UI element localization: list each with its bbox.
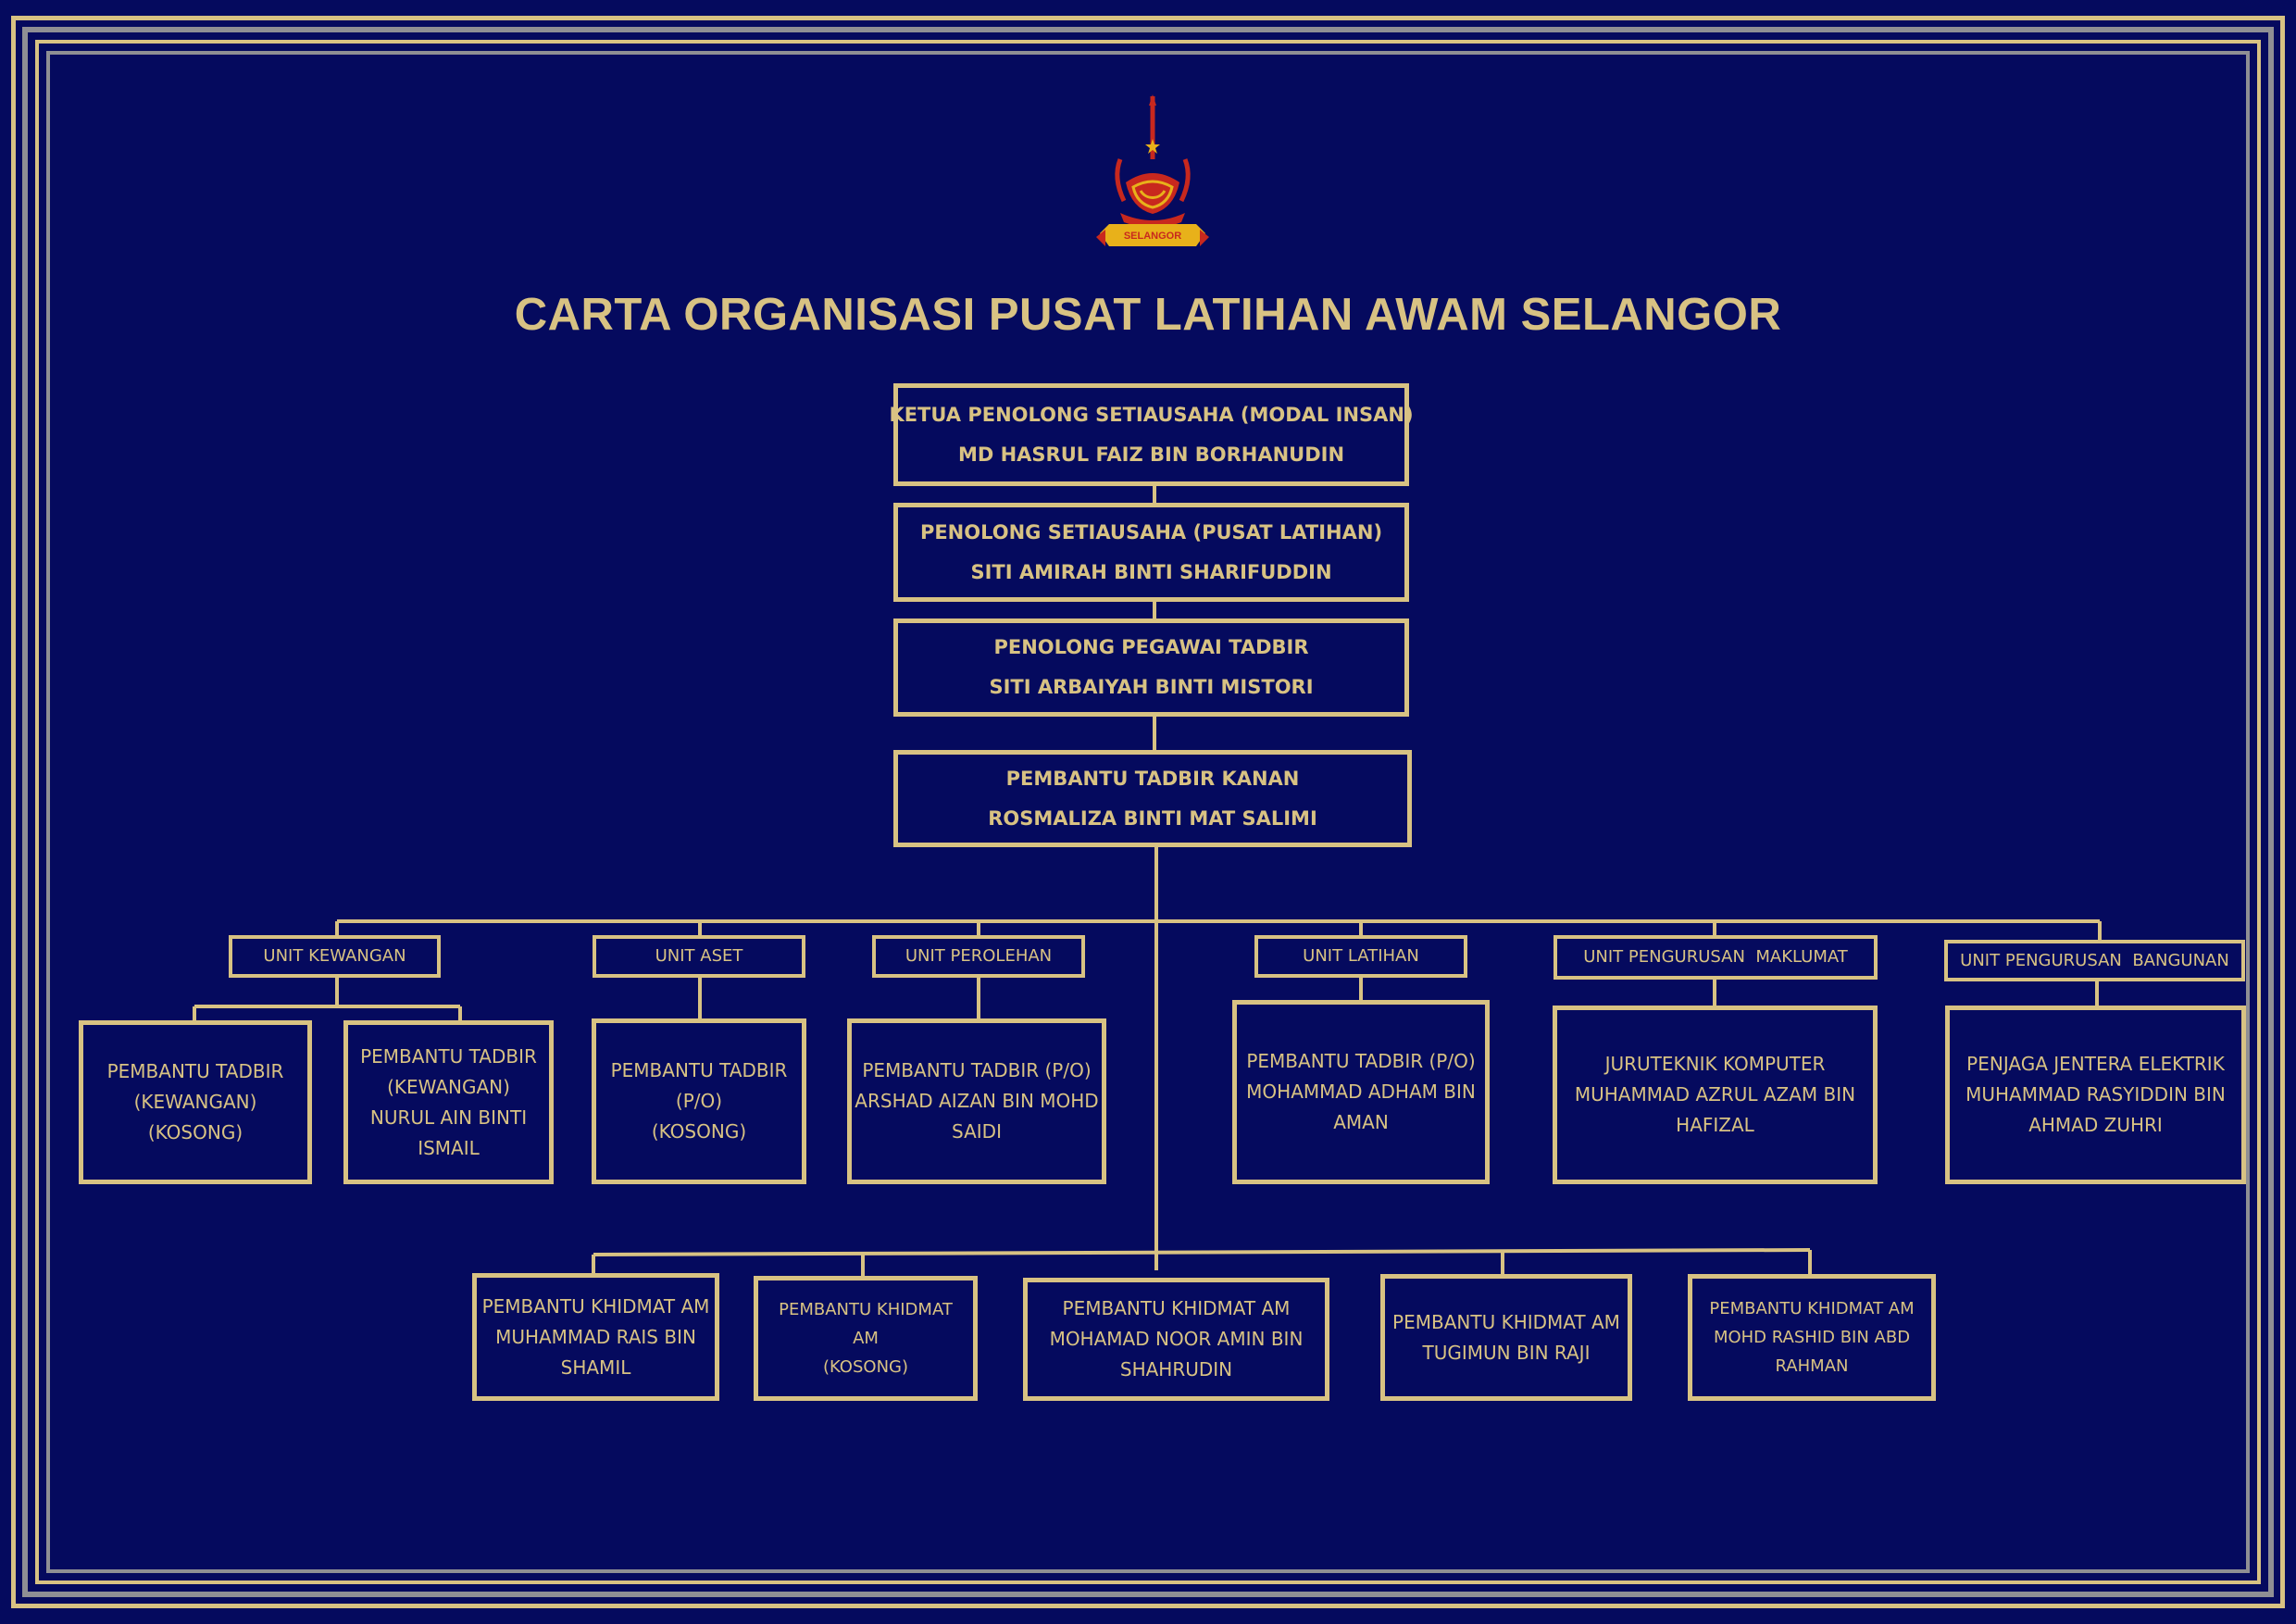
inner-frame: [35, 40, 2261, 1584]
position-title: PENOLONG PEGAWAI TADBIR: [993, 636, 1309, 658]
staff-box-khidmat-muhammad-rais: PEMBANTU KHIDMAT AM MUHAMMAD RAIS BIN SH…: [472, 1273, 719, 1401]
staff-box-kewangan-vacant: PEMBANTU TADBIR (KEWANGAN) (KOSONG): [79, 1020, 312, 1184]
staff-line: HAFIZAL: [1676, 1114, 1754, 1136]
staff-line: PEMBANTU KHIDMAT: [779, 1300, 953, 1319]
staff-line: PEMBANTU KHIDMAT AM: [1062, 1297, 1291, 1319]
staff-line: SAIDI: [952, 1120, 1002, 1143]
staff-line: RAHMAN: [1775, 1356, 1849, 1376]
unit-box-latihan: UNIT LATIHAN: [1254, 935, 1467, 978]
org-box-ketua-penolong-setiausaha: KETUA PENOLONG SETIAUSAHA (MODAL INSAN) …: [889, 383, 1414, 486]
selangor-state-crest-icon: [1096, 94, 1209, 246]
unit-name: UNIT ASET: [655, 946, 743, 966]
staff-box-latihan-mohammad-adham: PEMBANTU TADBIR (P/O) MOHAMMAD ADHAM BIN…: [1232, 1000, 1490, 1184]
staff-line: SHAHRUDIN: [1119, 1358, 1233, 1380]
unit-box-perolehan: UNIT PEROLEHAN: [872, 935, 1085, 978]
unit-box-kewangan: UNIT KEWANGAN: [229, 935, 441, 978]
staff-line: PEMBANTU TADBIR (P/O): [1246, 1050, 1476, 1072]
staff-line: MOHAMAD NOOR AMIN BIN: [1049, 1328, 1304, 1350]
unit-name: UNIT LATIHAN: [1303, 946, 1419, 966]
staff-line: (KOSONG): [651, 1120, 747, 1143]
person-name: SITI AMIRAH BINTI SHARIFUDDIN: [970, 560, 1332, 583]
innermost-frame: [46, 51, 2250, 1573]
position-title: PENOLONG SETIAUSAHA (PUSAT LATIHAN): [919, 520, 1383, 543]
staff-line: (KEWANGAN): [133, 1091, 257, 1113]
staff-box-khidmat-mohamad-noor-amin: PEMBANTU KHIDMAT AM MOHAMAD NOOR AMIN BI…: [1023, 1278, 1329, 1401]
staff-box-aset-vacant: PEMBANTU TADBIR (P/O) (KOSONG): [592, 1018, 806, 1184]
middle-frame: [22, 27, 2274, 1597]
staff-line: MOHAMMAD ADHAM BIN: [1246, 1081, 1476, 1103]
position-title: KETUA PENOLONG SETIAUSAHA (MODAL INSAN): [889, 403, 1414, 426]
staff-line: PEMBANTU KHIDMAT AM: [1709, 1299, 1915, 1318]
staff-line: TUGIMUN BIN RAJI: [1422, 1341, 1591, 1364]
org-box-penolong-pegawai-tadbir: PENOLONG PEGAWAI TADBIR SITI ARBAIYAH BI…: [893, 618, 1409, 717]
staff-line: MOHD RASHID BIN ABD: [1713, 1328, 1911, 1347]
staff-box-khidmat-tugimun: PEMBANTU KHIDMAT AM TUGIMUN BIN RAJI: [1380, 1274, 1632, 1401]
crest-ribbon-text: SELANGOR: [1123, 231, 1182, 242]
staff-box-perolehan-arshad: PEMBANTU TADBIR (P/O) ARSHAD AIZAN BIN M…: [847, 1018, 1106, 1184]
staff-line: JURUTEKNIK KOMPUTER: [1604, 1053, 1826, 1075]
person-name: SITI ARBAIYAH BINTI MISTORI: [989, 676, 1314, 698]
staff-line: (KOSONG): [822, 1357, 909, 1377]
staff-line: SHAMIL: [560, 1355, 631, 1379]
unit-box-pengurusan-maklumat: UNIT PENGURUSAN MAKLUMAT: [1554, 935, 1878, 980]
person-name: MD HASRUL FAIZ BIN BORHANUDIN: [957, 443, 1345, 466]
staff-box-kewangan-nurul-ain: PEMBANTU TADBIR (KEWANGAN) NURUL AIN BIN…: [343, 1020, 554, 1184]
staff-line: MUHAMMAD RAIS BIN: [495, 1325, 696, 1348]
staff-line: (KEWANGAN): [387, 1075, 510, 1098]
position-title: PEMBANTU TADBIR KANAN: [1005, 767, 1300, 790]
staff-line: PEMBANTU TADBIR: [106, 1060, 284, 1082]
staff-line: ARSHAD AIZAN BIN MOHD: [855, 1090, 1099, 1112]
staff-box-khidmat-mohd-rashid: PEMBANTU KHIDMAT AM MOHD RASHID BIN ABD …: [1688, 1274, 1936, 1401]
staff-box-khidmat-vacant: PEMBANTU KHIDMAT AM (KOSONG): [754, 1276, 978, 1401]
staff-line: ISMAIL: [418, 1136, 480, 1159]
staff-line: AM: [853, 1329, 879, 1348]
staff-line: MUHAMMAD AZRUL AZAM BIN: [1574, 1083, 1856, 1106]
staff-line: (KOSONG): [147, 1121, 243, 1143]
staff-box-maklumat-muhammad-azrul: JURUTEKNIK KOMPUTER MUHAMMAD AZRUL AZAM …: [1553, 1006, 1878, 1184]
org-box-penolong-setiausaha: PENOLONG SETIAUSAHA (PUSAT LATIHAN) SITI…: [893, 503, 1409, 602]
staff-line: PEMBANTU TADBIR: [610, 1059, 788, 1081]
org-box-pembantu-tadbir-kanan: PEMBANTU TADBIR KANAN ROSMALIZA BINTI MA…: [893, 750, 1412, 847]
staff-box-bangunan-muhammad-rasyiddin: PENJAGA JENTERA ELEKTRIK MUHAMMAD RASYID…: [1945, 1006, 2246, 1184]
staff-line: (P/O): [675, 1090, 723, 1112]
staff-line: PENJAGA JENTERA ELEKTRIK: [1966, 1053, 2225, 1075]
staff-line: MUHAMMAD RASYIDDIN BIN: [1965, 1083, 2226, 1106]
page-title: CARTA ORGANISASI PUSAT LATIHAN AWAM SELA…: [514, 290, 1782, 340]
unit-box-pengurusan-bangunan: UNIT PENGURUSAN BANGUNAN: [1944, 940, 2245, 981]
unit-name: UNIT KEWANGAN: [263, 946, 406, 966]
staff-line: PEMBANTU TADBIR: [360, 1044, 537, 1068]
staff-line: AHMAD ZUHRI: [2028, 1114, 2163, 1136]
unit-box-aset: UNIT ASET: [593, 935, 805, 978]
outer-frame: [11, 16, 2285, 1608]
unit-name: UNIT PENGURUSAN BANGUNAN: [1960, 950, 2229, 970]
unit-name: UNIT PEROLEHAN: [905, 946, 1053, 966]
staff-line: AMAN: [1333, 1111, 1389, 1133]
unit-name: UNIT PENGURUSAN MAKLUMAT: [1583, 947, 1848, 967]
staff-line: NURUL AIN BINTI: [369, 1106, 528, 1129]
staff-line: PEMBANTU TADBIR (P/O): [862, 1059, 1092, 1081]
staff-line: PEMBANTU KHIDMAT AM: [1392, 1310, 1620, 1333]
person-name: ROSMALIZA BINTI MAT SALIMI: [988, 806, 1317, 830]
staff-line: PEMBANTU KHIDMAT AM: [481, 1294, 710, 1318]
